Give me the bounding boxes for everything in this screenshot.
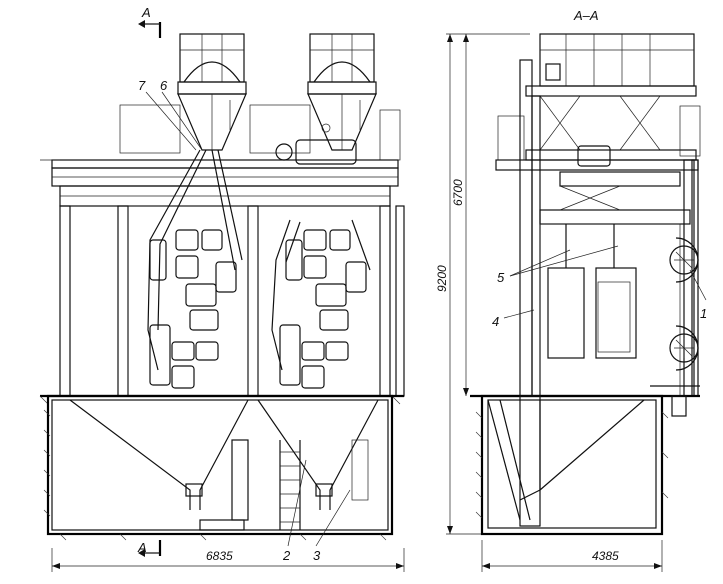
section-title-side: A–A [573,8,599,23]
callout-3: 3 [313,489,351,563]
drums-right [279,229,367,389]
drum-side-2 [669,325,699,371]
upper-height-value: 6700 [451,179,465,206]
front-width-dimension: 6835 [51,548,405,572]
pit-front [43,394,394,541]
height-dimension: 9200 6700 [435,33,530,535]
front-width-value: 6835 [206,549,233,563]
drums-left [149,229,237,389]
ladder [279,440,301,530]
front-view: A [39,5,405,572]
side-view: A–A 9200 6700 [435,8,707,572]
callout-5: 5 [497,245,619,285]
side-width-value: 4385 [592,549,619,563]
callout-4: 4 [492,309,535,329]
svg-text:1: 1 [700,306,707,321]
callout-7: 7 [138,78,197,151]
top-hopper-left [177,33,247,151]
svg-text:3: 3 [313,548,321,563]
svg-text:5: 5 [497,270,505,285]
section-label-top: A [141,5,151,20]
svg-text:6: 6 [160,78,168,93]
drum-side-1 [669,237,699,283]
callout-1: 1 [689,269,707,321]
section-label-bottom: A [137,540,147,555]
total-height-value: 9200 [435,265,449,292]
svg-text:7: 7 [138,78,146,93]
svg-text:4: 4 [492,314,499,329]
top-hopper-right [307,33,377,151]
callout-2: 2 [282,459,307,563]
callout-6: 6 [160,78,203,151]
columns [59,205,405,397]
truss [497,85,701,161]
svg-text:2: 2 [282,548,291,563]
section-mark-bottom: A [137,540,162,557]
section-mark-top: A [138,5,162,38]
platform-beam [40,159,399,207]
pit-side [475,394,669,536]
side-width-dimension: 4385 [481,540,663,572]
